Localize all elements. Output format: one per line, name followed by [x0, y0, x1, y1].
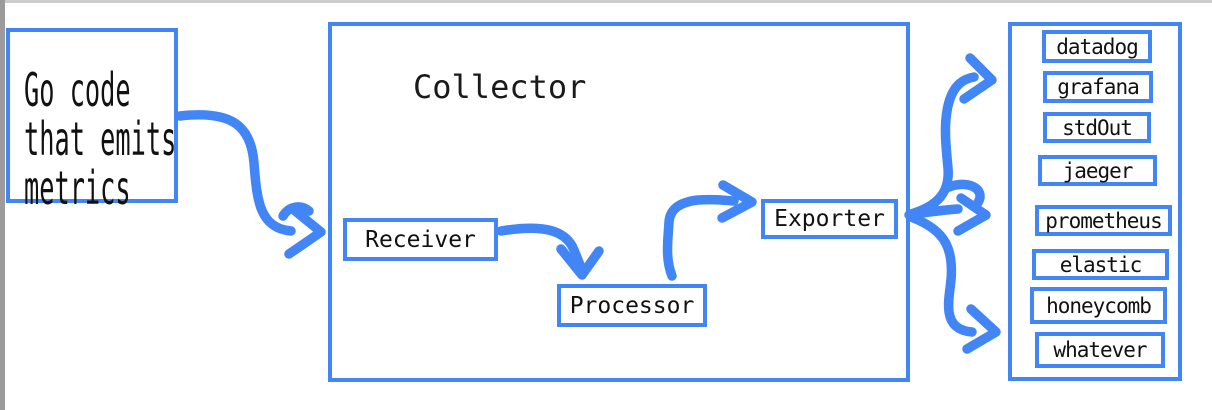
source-code-label: Go code that emits metrics: [24, 66, 176, 213]
arrow-source-to-receiver-icon: [175, 110, 326, 259]
arrow-exporter-fanout-top-icon: [906, 53, 997, 219]
destination-datadog: datadog: [1042, 30, 1152, 63]
receiver-box: Receiver: [343, 218, 498, 261]
destination-prometheus: prometheus: [1035, 205, 1172, 236]
source-code-box: Go code that emits metrics: [6, 28, 178, 213]
collector-title: Collector: [413, 68, 587, 106]
destination-jaeger: jaeger: [1038, 155, 1157, 186]
exporter-box: Exporter: [761, 199, 898, 239]
window-top-edge: [0, 0, 1212, 3]
arrow-exporter-fanout-bottom-icon: [906, 212, 1001, 354]
source-line-3: metrics: [24, 161, 131, 215]
destination-grafana: grafana: [1043, 71, 1153, 103]
source-line-1: Go code: [24, 63, 131, 117]
window-left-edge: [0, 0, 5, 410]
processor-box: Processor: [557, 284, 707, 327]
destination-stdout: stdOut: [1043, 112, 1151, 143]
source-line-2: that emits: [24, 112, 177, 166]
destination-honeycomb: honeycomb: [1030, 287, 1167, 324]
destination-elastic: elastic: [1032, 249, 1169, 280]
destination-whatever: whatever: [1035, 332, 1165, 368]
arrow-exporter-fanout-middle-icon: [904, 179, 991, 236]
